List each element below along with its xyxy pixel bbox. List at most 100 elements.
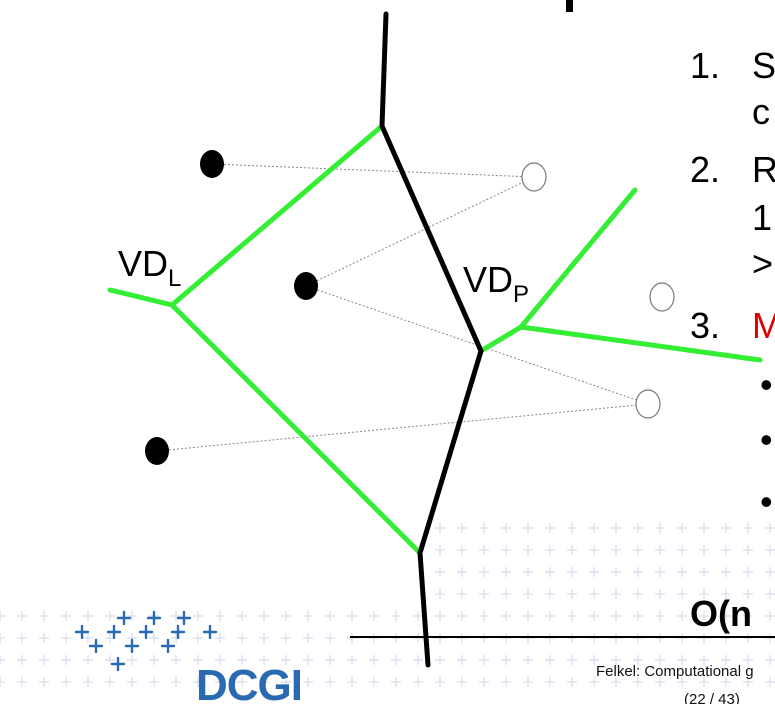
- grid-plus-mark: [215, 677, 225, 687]
- grid-plus-mark: [435, 655, 445, 665]
- grid-plus-mark: [765, 567, 775, 577]
- grid-plus-mark: [127, 611, 137, 621]
- grid-plus-mark: [325, 633, 335, 643]
- guide-line: [211, 163, 535, 178]
- logo-plus-icon: [88, 638, 104, 654]
- grid-plus-mark: [611, 545, 621, 555]
- grid-plus-mark: [743, 655, 753, 665]
- right-voronoi-diagram: [478, 187, 763, 363]
- grid-plus-mark: [567, 677, 577, 687]
- grid-plus-mark: [567, 589, 577, 599]
- grid-plus-mark: [633, 677, 643, 687]
- grid-plus-mark: [611, 589, 621, 599]
- grid-plus-mark: [61, 633, 71, 643]
- grid-plus-mark: [17, 655, 27, 665]
- grid-plus-mark: [61, 611, 71, 621]
- grid-plus-mark: [765, 655, 775, 665]
- grid-plus-mark: [655, 545, 665, 555]
- grid-plus-mark: [545, 545, 555, 555]
- site-point: [200, 150, 224, 178]
- grid-plus-mark: [567, 655, 577, 665]
- grid-plus-mark: [633, 589, 643, 599]
- grid-plus-mark: [17, 677, 27, 687]
- grid-plus-mark: [743, 567, 753, 577]
- grid-plus-mark: [765, 523, 775, 533]
- grid-plus-mark: [303, 677, 313, 687]
- grid-plus-mark: [457, 545, 467, 555]
- grid-plus-mark: [479, 655, 489, 665]
- grid-plus-mark: [633, 523, 643, 533]
- sub-bullet: •: [760, 364, 773, 405]
- grid-plus-mark: [435, 611, 445, 621]
- grid-plus-mark: [259, 633, 269, 643]
- grid-plus-mark: [545, 677, 555, 687]
- sub-bullet: •: [760, 481, 773, 522]
- grid-plus-mark: [677, 655, 687, 665]
- grid-plus-mark: [523, 611, 533, 621]
- grid-plus-mark: [61, 677, 71, 687]
- grid-plus-mark: [457, 611, 467, 621]
- grid-plus-mark: [699, 655, 709, 665]
- grid-plus-mark: [699, 545, 709, 555]
- site-point: [145, 437, 169, 465]
- footer-text: Felkel: Computational g: [596, 663, 754, 680]
- grid-plus-mark: [149, 633, 159, 643]
- grid-plus-mark: [259, 655, 269, 665]
- step-1-text-line2: c: [752, 91, 770, 132]
- grid-plus-mark: [721, 567, 731, 577]
- grid-plus-mark: [237, 655, 247, 665]
- grid-plus-mark: [501, 567, 511, 577]
- grid-plus-mark: [589, 589, 599, 599]
- vdp-label-base: VD: [463, 259, 513, 300]
- vdl-label-base: VD: [118, 243, 168, 284]
- vdp-label-sub: P: [513, 281, 529, 308]
- grid-plus-mark: [721, 523, 731, 533]
- grid-plus-mark: [699, 567, 709, 577]
- site-point-hollow: [649, 282, 675, 312]
- logo-plus-icon: [106, 624, 122, 640]
- grid-plus-mark: [567, 545, 577, 555]
- grid-plus-mark: [765, 589, 775, 599]
- grid-plus-mark: [435, 545, 445, 555]
- grid-plus-mark: [501, 655, 511, 665]
- grid-plus-mark: [611, 567, 621, 577]
- grid-plus-mark: [83, 677, 93, 687]
- logo-text: DCGI: [196, 661, 302, 704]
- grid-plus-mark: [435, 567, 445, 577]
- grid-plus-mark: [457, 655, 467, 665]
- grid-plus-mark: [83, 655, 93, 665]
- grid-plus-mark: [105, 677, 115, 687]
- grid-plus-mark: [633, 611, 643, 621]
- logo-plus-icon: [160, 638, 176, 654]
- grid-plus-mark: [0, 611, 5, 621]
- grid-plus-mark: [479, 611, 489, 621]
- site-point-hollow: [635, 389, 661, 419]
- grid-plus-mark: [171, 677, 181, 687]
- vdl-edge: [107, 287, 175, 308]
- grid-plus-mark: [17, 611, 27, 621]
- grid-plus-mark: [325, 677, 335, 687]
- grid-plus-mark: [39, 655, 49, 665]
- step-2-number: 2.: [690, 149, 720, 190]
- logo-plus-icon: [202, 624, 218, 640]
- grid-plus-mark: [501, 545, 511, 555]
- grid-plus-mark: [193, 633, 203, 643]
- grid-plus-mark: [105, 655, 115, 665]
- logo-plus-icon: [74, 624, 90, 640]
- grid-plus-mark: [303, 655, 313, 665]
- grid-plus-mark: [479, 677, 489, 687]
- grid-plus-mark: [39, 633, 49, 643]
- grid-plus-mark: [699, 677, 709, 687]
- grid-plus-mark: [435, 677, 445, 687]
- grid-plus-mark: [347, 677, 357, 687]
- logo-cross-mark-icon: [74, 610, 218, 672]
- vdp-edge: [518, 187, 638, 330]
- grid-plus-mark: [369, 655, 379, 665]
- grid-plus-mark: [193, 611, 203, 621]
- algorithm-steps: 1. S c 2. R 1 > 3. M • • •: [690, 45, 775, 522]
- grid-plus-mark: [501, 611, 511, 621]
- grid-plus-mark: [149, 655, 159, 665]
- grid-plus-mark: [721, 677, 731, 687]
- grid-plus-mark: [677, 523, 687, 533]
- grid-plus-mark: [743, 523, 753, 533]
